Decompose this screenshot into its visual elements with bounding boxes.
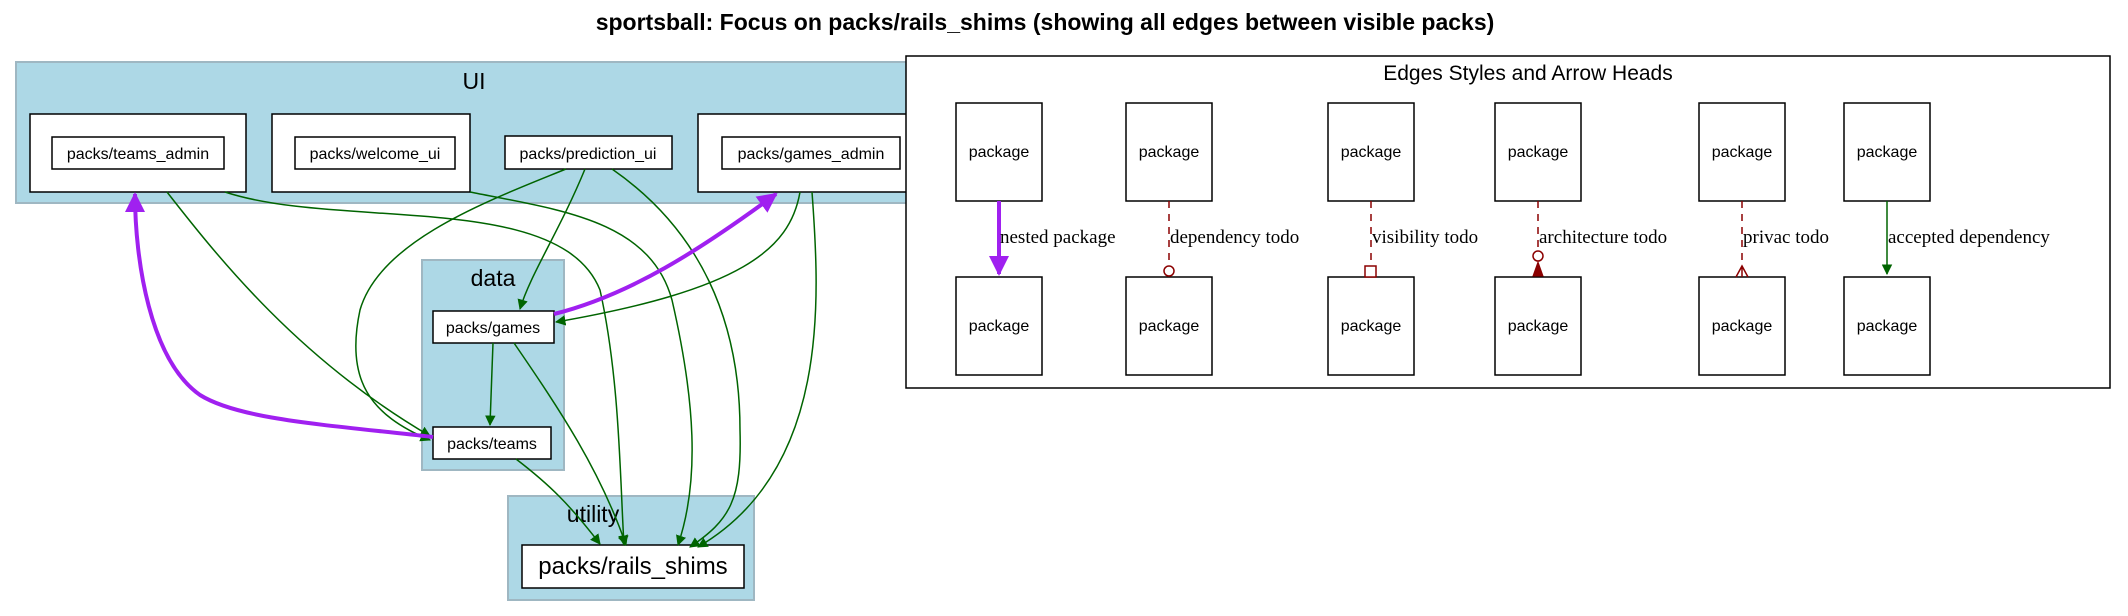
teams-admin-label: packs/teams_admin: [67, 146, 209, 163]
legend-privac-todo-crow-head: [1735, 264, 1749, 278]
legend-visibility-todo-source-label: package: [1341, 144, 1402, 161]
legend-privac-todo-source-node: [1698, 102, 1786, 202]
legend-visibility-todo-target-node: [1327, 276, 1415, 376]
legend-privac-todo-target-node: [1698, 276, 1786, 376]
legend-nested-source-node: [955, 102, 1043, 202]
edge-prediction-ui-to-rails-shims: [611, 168, 741, 548]
edge-games-to-rails-shims: [513, 342, 628, 546]
legend-architecture-todo-dot: [1532, 250, 1544, 262]
legend-nested-source-label: package: [969, 144, 1030, 161]
legend-visibility-todo-target-label: package: [1341, 318, 1402, 335]
legend-visibility-todo-obox-head: [1364, 265, 1377, 278]
legend-architecture-todo-target-node: [1494, 276, 1582, 376]
rails-shims-node[interactable]: [521, 544, 745, 589]
legend-visibility-todo-edge-label: visibility todo: [1372, 227, 1478, 248]
teams-admin-node[interactable]: [51, 136, 225, 170]
prediction-ui-node[interactable]: [504, 135, 673, 170]
legend-privac-todo-source-label: package: [1712, 144, 1773, 161]
legend-dependency-todo-target-label: package: [1139, 318, 1200, 335]
legend-architecture-todo-target-label: package: [1508, 318, 1569, 335]
teams-node[interactable]: [432, 426, 552, 460]
edge-games-nested-in-games-admin: [553, 192, 778, 316]
legend-privac-todo-target-label: package: [1712, 318, 1773, 335]
legend-dependency-todo-target-node: [1125, 276, 1213, 376]
legend-dependency-todo-edge-label: dependency todo: [1170, 227, 1299, 248]
diagram-title: sportsball: Focus on packs/rails_shims (…: [596, 9, 1495, 35]
legend-architecture-todo-edge-label: architecture todo: [1539, 227, 1667, 248]
edge-teams-admin-to-teams: [166, 191, 431, 437]
nested-edges: [125, 192, 778, 439]
games-node[interactable]: [432, 310, 555, 344]
edge-teams-to-rails-shims: [515, 458, 601, 545]
legend-accepted-target-label: package: [1857, 318, 1918, 335]
legend-nested-target-label: package: [969, 318, 1030, 335]
edge-teams-admin-to-rails-shims: [224, 191, 629, 547]
rails-shims-label: packs/rails_shims: [538, 553, 727, 580]
legend-dependency-todo-source-node: [1125, 102, 1213, 202]
legend-nested-target-node: [955, 276, 1043, 376]
legend-visibility-todo-source-node: [1327, 102, 1415, 202]
edge-welcome-ui-to-rails-shims: [469, 191, 693, 546]
welcome-ui-node[interactable]: [294, 136, 456, 170]
cluster-data-label: data: [471, 265, 516, 291]
edge-prediction-ui-to-teams: [355, 168, 567, 442]
legend-title: Edges Styles and Arrow Heads: [1383, 62, 1673, 85]
prediction-ui-label: packs/prediction_ui: [520, 146, 657, 163]
edge-games-admin-to-games: [554, 191, 801, 326]
games-label: packs/games: [446, 320, 540, 337]
legend-privac-todo-edge-label: privac todo: [1743, 227, 1829, 248]
legend-dependency-todo-odot-head: [1163, 265, 1175, 277]
edge-games-admin-to-rails-shims: [697, 191, 817, 548]
legend-dependency-todo-source-label: package: [1139, 144, 1200, 161]
edge-teams-nested-in-teams-admin: [125, 192, 434, 439]
legend-accepted-target-node: [1843, 276, 1931, 376]
cluster-ui-label: UI: [463, 68, 486, 94]
legend-architecture-todo-source-label: package: [1508, 144, 1569, 161]
dependency-edges: [166, 168, 817, 548]
legend-nested-edge-label: nested package: [1000, 227, 1116, 248]
teams-label: packs/teams: [447, 436, 537, 453]
legend-accepted-source-label: package: [1857, 144, 1918, 161]
welcome-ui-label: packs/welcome_ui: [310, 146, 441, 163]
legend-architecture-todo-arrowhead: [1532, 260, 1544, 277]
legend-architecture-todo-source-node: [1494, 102, 1582, 202]
games-admin-node[interactable]: [721, 136, 901, 170]
legend-accepted-edge-label: accepted dependency: [1888, 227, 2050, 248]
games-admin-label: packs/games_admin: [738, 146, 885, 163]
edge-prediction-ui-to-games: [517, 168, 586, 311]
legend: Edges Styles and Arrow Heads package pac…: [905, 55, 2111, 389]
edge-games-to-teams: [485, 342, 496, 427]
